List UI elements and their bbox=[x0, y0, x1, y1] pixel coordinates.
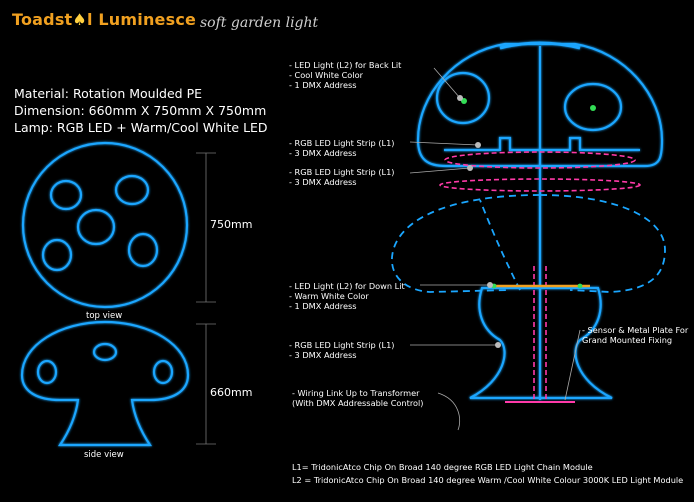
callout-rgb-2: - RGB LED Light Strip (L1) - 3 DMX Addre… bbox=[289, 167, 395, 187]
callout-led-down: - LED Light (L2) for Down Lit - Warm Whi… bbox=[289, 281, 405, 311]
callout-wiring: - Wiring Link Up to Transformer (With DM… bbox=[292, 388, 424, 408]
top-view-label: top view bbox=[86, 311, 123, 321]
side-view-drawing bbox=[20, 320, 190, 447]
side-dimension-line bbox=[196, 323, 216, 445]
callout-sensor: - Sensor & Metal Plate For Grand Mounted… bbox=[582, 325, 689, 345]
leader-dots bbox=[457, 95, 501, 348]
spec-material: Material: Rotation Moulded PE bbox=[14, 86, 203, 101]
legend-l1: L1= TridonicAtco Chip On Broad 140 degre… bbox=[292, 462, 593, 472]
spec-dimension: Dimension: 660mm X 750mm X 750mm bbox=[14, 103, 267, 118]
brand-text-tail: l Luminesce bbox=[86, 10, 197, 29]
top-dimension-line bbox=[196, 152, 216, 303]
tagline: soft garden light bbox=[200, 15, 319, 31]
dimension-side: 660mm bbox=[210, 386, 253, 399]
spec-lamp: Lamp: RGB LED + Warm/Cool White LED bbox=[14, 120, 268, 135]
section-cap bbox=[416, 41, 664, 400]
green-led-dots bbox=[461, 98, 596, 289]
brand-logo: Toadst♠l Luminesce bbox=[12, 10, 196, 29]
callout-rgb-3: - RGB LED Light Strip (L1) - 3 DMX Addre… bbox=[289, 340, 395, 360]
side-view-label: side view bbox=[84, 450, 124, 460]
section-dashed-cap bbox=[391, 194, 666, 293]
top-view-drawing bbox=[21, 141, 189, 309]
dimension-top: 750mm bbox=[210, 218, 253, 231]
callout-led-back: - LED Light (L2) for Back Lit - Cool Whi… bbox=[289, 60, 402, 90]
strip-markers bbox=[490, 284, 590, 403]
leader-lines bbox=[409, 67, 581, 431]
brand-text: Toadst bbox=[12, 10, 73, 29]
mushroom-logo-icon: ♠ bbox=[72, 10, 87, 29]
legend-l2: L2 = TridonicAtco Chip On Broad 140 degr… bbox=[292, 475, 684, 485]
rgb-strips bbox=[439, 151, 641, 400]
section-stem bbox=[469, 286, 613, 400]
callout-rgb-1: - RGB LED Light Strip (L1) - 3 DMX Addre… bbox=[289, 138, 395, 158]
